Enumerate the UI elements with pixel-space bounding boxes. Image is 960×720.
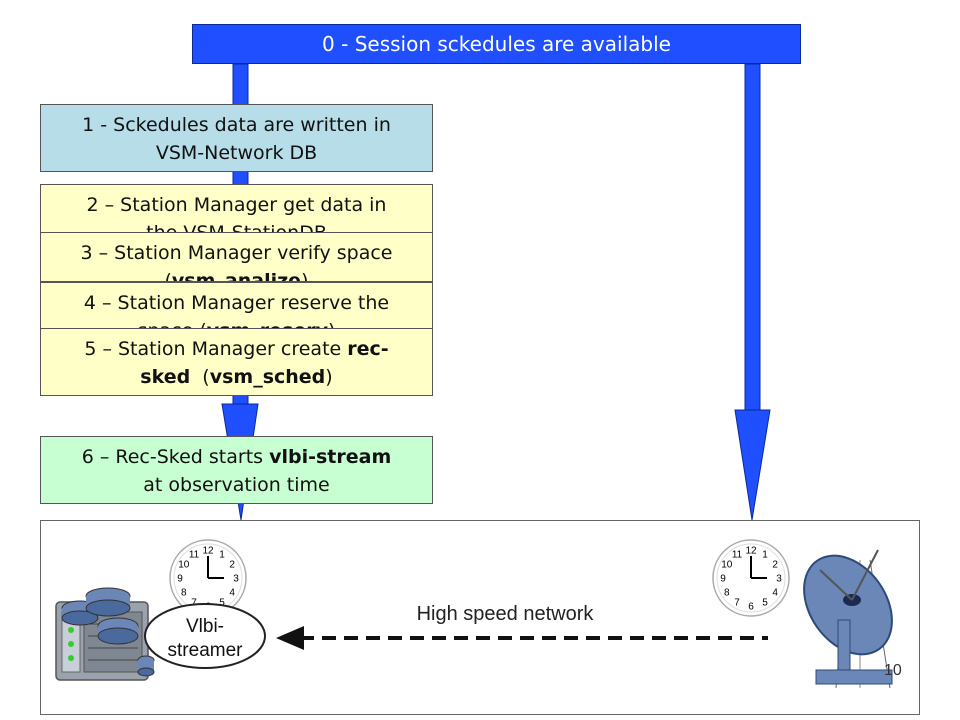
step-3-line1: 3 – Station Manager verify space: [80, 242, 393, 264]
step-5-box: 5 – Station Manager create rec- sked (vs…: [40, 328, 433, 396]
clock-numeral: 1: [219, 549, 225, 560]
clock-numeral: 8: [181, 588, 187, 599]
clock-numeral: 8: [724, 588, 730, 599]
step-4-line1: 4 – Station Manager reserve the: [83, 292, 390, 314]
banner-title: 0 - Session sckedules are available: [322, 32, 671, 56]
step-1-line1: 1 - Sckedules data are written in: [82, 114, 391, 136]
clock-numeral: 3: [233, 574, 239, 585]
right-arrow-head: [734, 409, 771, 521]
session-schedules-banner: 0 - Session sckedules are available: [192, 24, 801, 64]
clock-numeral: 9: [720, 574, 726, 585]
step-2-line1: 2 – Station Manager get data in: [86, 194, 387, 216]
step-3-box: 3 – Station Manager verify space (vsm_an…: [40, 232, 433, 282]
clock-numeral: 4: [229, 588, 235, 599]
step-1-line2: VSM-Network DB: [155, 142, 318, 164]
page-number: 10: [884, 662, 902, 679]
clock-numeral: 10: [178, 560, 190, 571]
clock-numeral: 7: [734, 598, 740, 609]
clock-numeral: 11: [189, 549, 200, 560]
clock-numeral: 9: [177, 574, 183, 585]
clock-numeral: 2: [772, 560, 778, 571]
clock-numeral: 6: [748, 602, 754, 613]
step-6-box: 6 – Rec-Sked starts vlbi-stream at obser…: [40, 436, 433, 504]
clock-numeral: 10: [721, 560, 733, 571]
step-5-line2: sked (vsm_sched): [140, 366, 333, 388]
step-6-line2: at observation time: [143, 474, 330, 496]
step-4-line2: space (vsm_reserv): [137, 320, 336, 332]
clock-numeral: 5: [762, 598, 768, 609]
radio-telescope-icon: [803, 549, 893, 689]
clock-numeral: 7: [191, 598, 197, 609]
streamer-label-line2: streamer: [168, 640, 244, 661]
clock-numeral: 3: [776, 574, 782, 585]
clock-numeral: 11: [732, 549, 743, 560]
clock-numeral: 4: [772, 588, 778, 599]
clock-numeral: 2: [229, 560, 235, 571]
streamer-label-line1: Vlbi-: [186, 616, 224, 637]
network-label: High speed network: [417, 603, 595, 625]
server-icon: [55, 587, 155, 681]
clock-numeral: 12: [745, 546, 757, 557]
clock-numeral: 12: [202, 546, 214, 557]
step-6-line1: 6 – Rec-Sked starts vlbi-stream: [81, 446, 392, 468]
step-5-line1: 5 – Station Manager create rec-: [84, 338, 389, 360]
clock-numeral: 1: [762, 549, 768, 560]
vlbi-streamer-node: Vlbi- streamer: [144, 603, 266, 669]
step-4-box: 4 – Station Manager reserve the space (v…: [40, 282, 433, 332]
step-1-box: 1 - Sckedules data are written in VSM-Ne…: [40, 104, 433, 172]
clock-numeral: 5: [219, 598, 225, 609]
step-3-line2: (vsm_analize): [164, 270, 309, 282]
high-speed-network-arrow: High speed network: [276, 603, 768, 650]
